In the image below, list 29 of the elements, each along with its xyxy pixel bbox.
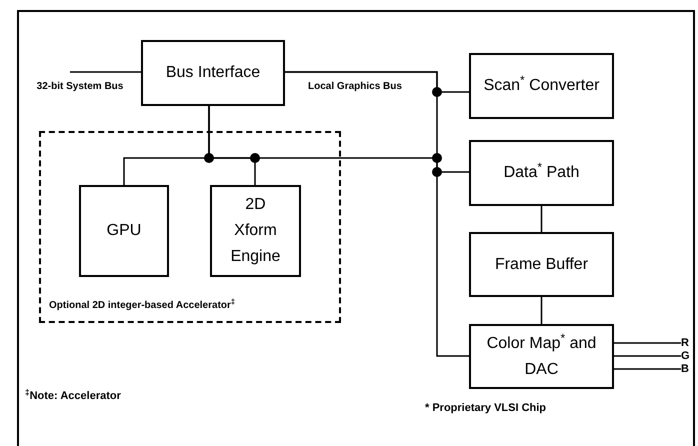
process-box bbox=[469, 140, 614, 206]
process-box bbox=[469, 232, 614, 297]
box-label: Bus Interface bbox=[164, 63, 262, 83]
process-box bbox=[210, 185, 301, 277]
box-label: GPU bbox=[106, 221, 142, 241]
box-label: Data$^{*}$ Path bbox=[502, 160, 580, 183]
connector-line bbox=[614, 368, 681, 370]
box-label: Scan$^{*}$ Converter bbox=[482, 73, 600, 96]
connector-line bbox=[614, 355, 681, 357]
dashed-group-box bbox=[39, 131, 341, 323]
connector-line bbox=[70, 71, 141, 73]
footnote-text: * Proprietary VLSI Chip bbox=[425, 401, 546, 416]
footnote-text: $^{‡}$Note: Accelerator bbox=[25, 386, 122, 404]
signal-label: B bbox=[681, 362, 690, 376]
connector-line bbox=[540, 206, 542, 232]
process-box bbox=[141, 40, 285, 106]
connector-line bbox=[614, 342, 681, 344]
signal-label: G bbox=[681, 349, 691, 363]
box-label: Color Map$^{*}$ and DAC bbox=[486, 330, 598, 380]
box-label: Frame Buffer bbox=[494, 254, 590, 274]
box-label: 2D Xform Engine bbox=[230, 195, 282, 267]
connector-line bbox=[540, 297, 542, 324]
connector-line bbox=[208, 106, 469, 173]
group-label: Optional 2D integer-based Accelerator$^{‡}$ bbox=[49, 298, 236, 313]
process-box bbox=[79, 185, 169, 277]
connector-line bbox=[285, 71, 469, 357]
process-box bbox=[469, 324, 614, 389]
process-box bbox=[469, 53, 614, 119]
signal-label: R bbox=[681, 336, 690, 350]
